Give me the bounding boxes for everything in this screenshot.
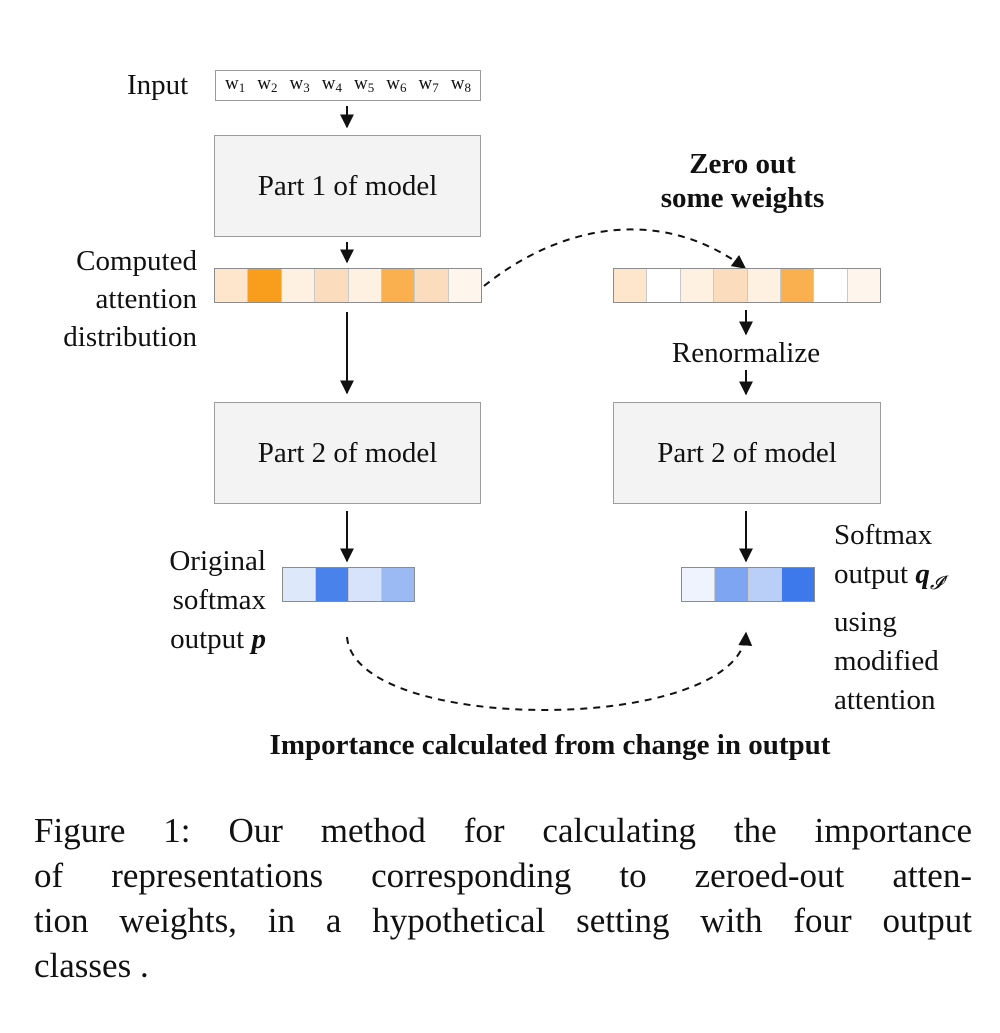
token-w3: w3	[289, 72, 310, 95]
attention-modified-strip	[613, 268, 881, 303]
attention-cell	[248, 269, 282, 302]
attention-cell	[614, 269, 648, 302]
token-w4: w4	[321, 72, 342, 95]
part1-model-box: Part 1 of model	[214, 135, 481, 237]
attention-cell	[714, 269, 748, 302]
softmax-var: q	[915, 558, 930, 590]
zero-out-line1: Zero out	[689, 148, 796, 180]
attention-cell	[680, 269, 715, 302]
original-line3: output p	[170, 623, 267, 655]
softmax-cell	[682, 568, 716, 601]
part2-model-box-right: Part 2 of model	[613, 402, 881, 504]
attention-cell	[381, 269, 416, 302]
softmax-cell	[748, 568, 782, 601]
input-label: Input	[127, 69, 189, 101]
original-var: p	[251, 623, 267, 655]
input-token-strip: w1 w2 w3 w4 w5 w6 w7 w8	[215, 70, 481, 101]
softmax-original-strip	[282, 567, 415, 602]
token-w6: w6	[386, 72, 407, 95]
part2-model-box-left: Part 2 of model	[214, 402, 481, 504]
token-w1: w1	[225, 72, 246, 95]
zero-out-line2: some weights	[660, 182, 825, 214]
token-w8: w8	[450, 72, 471, 95]
attention-cell	[315, 269, 349, 302]
softmax-cell	[316, 568, 349, 601]
attention-cell	[448, 269, 481, 302]
softmax-line2: output q𝓘′	[834, 558, 947, 594]
computed-line2: attention	[95, 283, 197, 315]
attention-cell	[747, 269, 781, 302]
softmax-cell	[349, 568, 382, 601]
attention-cell	[415, 269, 449, 302]
softmax-line4: modified	[834, 645, 939, 677]
softmax-cell	[781, 568, 814, 601]
token-w7: w7	[418, 72, 439, 95]
caption-line1: Figure 1: Our method for calculating the…	[34, 811, 972, 850]
softmax-cell	[283, 568, 316, 601]
attention-cell	[281, 269, 316, 302]
softmax-cell	[715, 568, 749, 601]
softmax-modified-strip	[681, 567, 815, 602]
renormalize-label: Renormalize	[671, 337, 821, 369]
token-w2: w2	[257, 72, 278, 95]
dashed-arrow-importance	[346, 631, 753, 711]
computed-line3: distribution	[63, 321, 197, 353]
softmax-var-sub: 𝓘′	[929, 573, 947, 594]
attention-original-strip	[214, 268, 482, 303]
computed-attention-label: Computed attention distribution	[20, 242, 197, 356]
attention-cell	[348, 269, 382, 302]
caption-line4: classes .	[34, 946, 149, 985]
computed-line1: Computed	[76, 245, 197, 277]
attention-cell	[647, 269, 681, 302]
modified-softmax-label: Softmax output q𝓘′ using modified attent…	[834, 516, 947, 720]
softmax-line3: using	[834, 606, 897, 638]
attention-cell	[780, 269, 815, 302]
zero-out-label: Zero out some weights	[620, 147, 865, 215]
importance-label: Importance calculated from change in out…	[269, 729, 831, 761]
softmax-cell	[382, 568, 414, 601]
caption-line2: of representations corresponding to zero…	[34, 856, 972, 895]
softmax-line1: Softmax	[834, 519, 933, 551]
attention-cell	[814, 269, 848, 302]
attention-cell	[215, 269, 249, 302]
caption-line3: tion weights, in a hypothetical setting …	[34, 901, 972, 940]
original-line2: softmax	[172, 584, 266, 616]
softmax-line5: attention	[834, 684, 936, 716]
original-line1: Original	[169, 545, 266, 577]
figure-caption: Figure 1: Our method for calculating the…	[34, 808, 972, 988]
token-w5: w5	[354, 72, 375, 95]
original-softmax-label: Original softmax output p	[110, 542, 266, 659]
attention-cell	[847, 269, 880, 302]
